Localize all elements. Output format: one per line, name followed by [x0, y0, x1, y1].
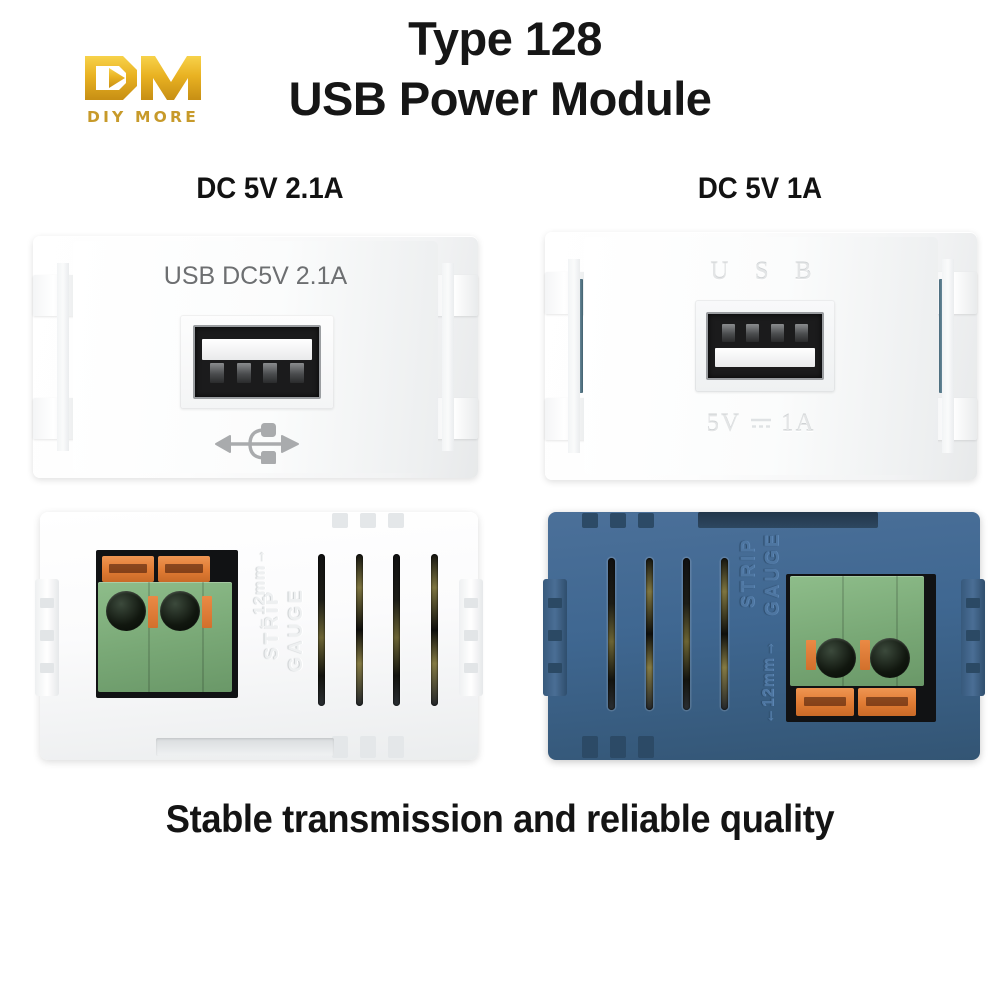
usb-a-receptacle[interactable] [193, 325, 321, 399]
module-body-right: STRIP GAUGE ←12mm→ [542, 512, 986, 760]
bottom-comb-notches [332, 736, 404, 758]
spec-label-left: DC 5V 2.1A [196, 172, 344, 205]
side-edge [57, 262, 69, 452]
ventilation-slots [608, 558, 728, 710]
usb-pin [209, 363, 224, 383]
screw-terminal-block[interactable] [786, 574, 936, 722]
module-front-right: U S B 5V [545, 232, 977, 480]
ventilation-slots [318, 554, 438, 706]
usb-tongue [202, 338, 312, 360]
logo-tagline: DIY MORE [87, 108, 199, 126]
footer-caption: Stable transmission and reliable quality [165, 798, 835, 841]
module-front-left: USB DC5V 2.1A [33, 236, 478, 478]
usb-pin [289, 363, 305, 383]
terminal-lever-tab [148, 596, 158, 628]
body-marking-gauge: GAUGE [286, 587, 307, 672]
bottom-connector-slab [156, 738, 334, 756]
side-edge [942, 259, 954, 453]
pcb-edge-glimpse [576, 279, 583, 394]
usb-contact-pins [209, 363, 305, 383]
usb-trident-icon [210, 422, 302, 464]
terminal-screw[interactable] [160, 591, 201, 632]
usb-pin [236, 363, 251, 383]
side-wing [961, 578, 986, 696]
usb-pin [770, 324, 784, 343]
mount-tab [33, 398, 78, 440]
terminal-lever[interactable] [158, 556, 210, 582]
body-marking-gauge: GAUGE [762, 531, 783, 616]
brand-logo: DIY MORE [68, 52, 218, 138]
usb-pin [721, 324, 735, 343]
terminal-lever-tab [806, 640, 816, 670]
front-label-top-left: USB DC5V 2.1A [163, 262, 348, 290]
front-label-bottom-right: 5V 1A [545, 410, 977, 439]
terminal-screw[interactable] [816, 638, 857, 679]
mount-tab [433, 398, 478, 440]
usb-pin [795, 324, 809, 343]
mount-tab [545, 398, 589, 441]
bottom-connector-slab [698, 512, 878, 528]
mount-tab [33, 274, 78, 316]
terminal-screw[interactable] [870, 638, 911, 679]
usb-tongue [714, 347, 816, 368]
usb-port-bezel [695, 300, 835, 392]
front-current-value: 1A [781, 410, 816, 437]
terminal-lever[interactable] [796, 688, 854, 716]
mount-tab [933, 398, 977, 441]
front-label-top-right: U S B [710, 258, 822, 285]
usb-port-bezel [180, 315, 334, 409]
bottom-comb-notches [582, 736, 654, 758]
terminal-lever-tab [202, 596, 212, 628]
side-edge [568, 259, 580, 453]
spec-label-right: DC 5V 1A [697, 172, 823, 205]
terminal-housing [98, 582, 232, 692]
terminal-lever[interactable] [102, 556, 154, 582]
usb-pin [746, 324, 760, 343]
front-voltage-value: 5V [706, 410, 741, 437]
side-wing [542, 578, 567, 696]
dm-logo-icon [79, 52, 207, 104]
terminal-housing [790, 576, 924, 686]
pcb-edge-glimpse [939, 279, 946, 394]
top-comb-notches [582, 513, 654, 528]
module-body-left: STRIP GAUGE ←12mm→ [34, 512, 484, 760]
side-wing [459, 578, 484, 696]
usb-contact-pins [721, 324, 809, 343]
usb-pin [263, 363, 278, 383]
body-marking-strip-length: ←12mm→ [760, 639, 777, 724]
side-edge [442, 262, 454, 452]
side-wing [34, 578, 59, 696]
terminal-lever[interactable] [858, 688, 916, 716]
terminal-lever-tab [860, 640, 870, 670]
top-comb-notches [332, 513, 404, 528]
dc-current-icon [748, 411, 774, 439]
usb-a-receptacle[interactable] [706, 312, 824, 380]
mount-tab [433, 274, 478, 316]
terminal-screw[interactable] [106, 591, 147, 632]
body-marking-strip-length: ←12mm→ [252, 547, 269, 632]
page-title-line2: USB Power Module [288, 72, 712, 125]
body-marking-strip: STRIP [738, 537, 759, 608]
page-title-line1: Type 128 [408, 12, 602, 65]
screw-terminal-block[interactable] [96, 550, 238, 698]
